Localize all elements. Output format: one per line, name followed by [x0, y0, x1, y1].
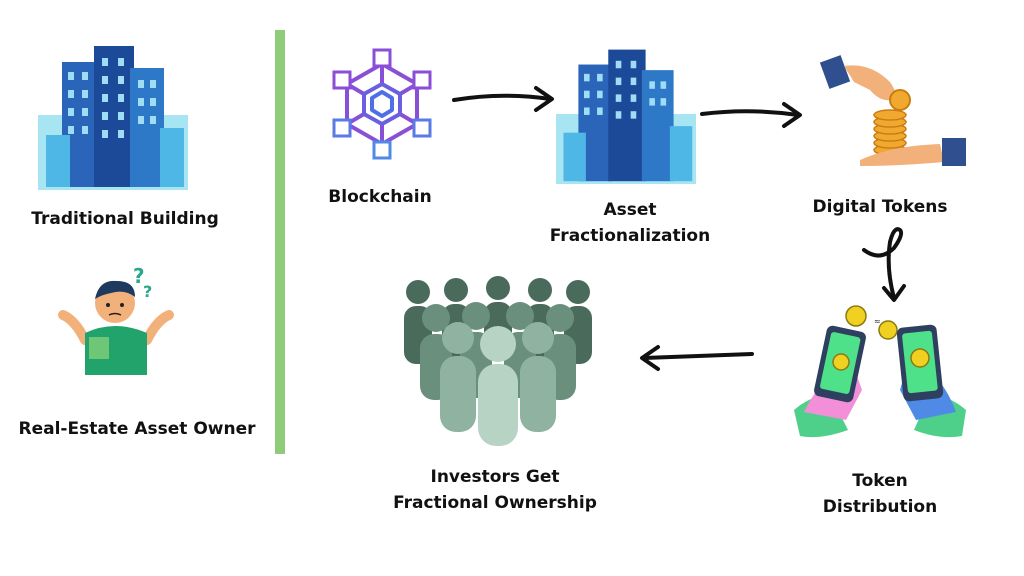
token-distribution-label: Token Distribution — [795, 468, 965, 520]
investors-label: Investors Get Fractional Ownership — [380, 464, 610, 516]
traditional-building-icon — [38, 46, 188, 190]
blockchain-icon — [332, 48, 432, 160]
asset-building-icon — [556, 49, 696, 184]
asset-owner-label: Real-Estate Asset Owner — [18, 419, 256, 439]
token-distribution-icon: ≈ — [794, 305, 966, 438]
investors-label-line1: Investors Get — [430, 467, 560, 487]
distribution-label-line1: Token — [852, 471, 908, 491]
asset-label-line2: Fractionalization — [549, 226, 711, 246]
arrow-distribution-to-investors — [640, 345, 754, 371]
panel-divider — [275, 30, 285, 454]
investors-group-icon — [404, 276, 592, 446]
distribution-label-line2: Distribution — [822, 497, 938, 517]
confused-owner-icon: ? ? — [58, 264, 174, 375]
svg-text:≈: ≈ — [874, 317, 881, 326]
arrow-asset-to-tokens — [700, 102, 802, 128]
blockchain-label: Blockchain — [328, 187, 432, 207]
digital-tokens-label: Digital Tokens — [812, 197, 948, 217]
curly-arrow-tokens-to-distribution — [862, 227, 906, 302]
svg-text:?: ? — [143, 282, 152, 301]
arrow-blockchain-to-asset — [452, 86, 554, 112]
asset-label-line1: Asset — [603, 200, 657, 220]
asset-fractionalization-label: Asset Fractionalization — [535, 197, 725, 249]
digital-tokens-icon — [819, 55, 966, 166]
investors-label-line2: Fractional Ownership — [393, 493, 597, 513]
traditional-building-label: Traditional Building — [31, 209, 219, 229]
svg-text:?: ? — [133, 264, 145, 288]
